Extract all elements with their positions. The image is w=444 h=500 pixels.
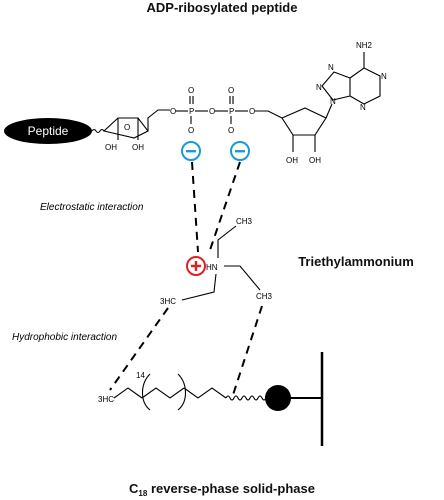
svg-text:OH: OH: [132, 143, 144, 152]
svg-text:NH2: NH2: [356, 41, 373, 50]
svg-text:OH: OH: [309, 156, 321, 165]
triethylamine-structure: HN CH3 CH3 3HC: [160, 217, 273, 306]
svg-text:O: O: [209, 107, 215, 116]
svg-text:OH: OH: [286, 156, 298, 165]
svg-text:O: O: [228, 126, 234, 135]
negative-charge-1: [181, 141, 201, 161]
svg-text:N: N: [360, 103, 366, 112]
svg-text:CH3: CH3: [236, 217, 253, 226]
hydrophobic-label: Hydrophobic interaction: [12, 332, 117, 343]
peptide-link: [91, 128, 105, 134]
svg-text:N: N: [381, 72, 387, 81]
svg-text:P: P: [229, 107, 234, 116]
hydrophobic-dash-1: [109, 307, 169, 391]
electrostatic-dash-1: [191, 161, 199, 253]
peptide-label: Peptide: [28, 124, 69, 138]
svg-text:3HC: 3HC: [160, 297, 176, 306]
svg-text:N: N: [328, 63, 334, 72]
solid-phase-title: C18 reverse-phase solid-phase: [129, 481, 315, 498]
adenine-base: NH2 N N N N N: [316, 41, 387, 112]
svg-text:OH: OH: [105, 143, 117, 152]
solid-support: [265, 352, 324, 446]
hydrophobic-dash-2: [231, 305, 263, 399]
svg-text:O: O: [188, 126, 194, 135]
svg-text:N: N: [330, 97, 336, 106]
svg-text:3HC: 3HC: [98, 395, 114, 404]
svg-text:N: N: [316, 83, 322, 92]
svg-text:P: P: [189, 107, 194, 116]
terminal-ribose: O OH OH O: [102, 107, 176, 152]
svg-text:O: O: [188, 86, 194, 95]
svg-text:14: 14: [136, 371, 145, 380]
adenosine-ribose: OH OH: [281, 103, 333, 165]
electrostatic-label: Electrostatic interaction: [40, 202, 144, 213]
electrostatic-dash-2: [209, 161, 241, 251]
pyrophosphate: P O P O O O O O: [176, 86, 283, 135]
svg-text:O: O: [124, 123, 130, 132]
svg-text:O: O: [170, 107, 176, 116]
svg-text:HN: HN: [206, 263, 218, 272]
peptide-blob: [4, 118, 92, 144]
diagram-title: ADP-ribosylated peptide: [147, 0, 298, 15]
svg-text:CH3: CH3: [256, 292, 273, 301]
negative-charge-2: [230, 141, 250, 161]
triethylammonium-label: Triethylammonium: [298, 254, 414, 269]
svg-text:O: O: [249, 107, 255, 116]
svg-text:O: O: [228, 86, 234, 95]
c18-chain: 3HC 14: [98, 371, 267, 411]
positive-charge: [186, 256, 206, 276]
